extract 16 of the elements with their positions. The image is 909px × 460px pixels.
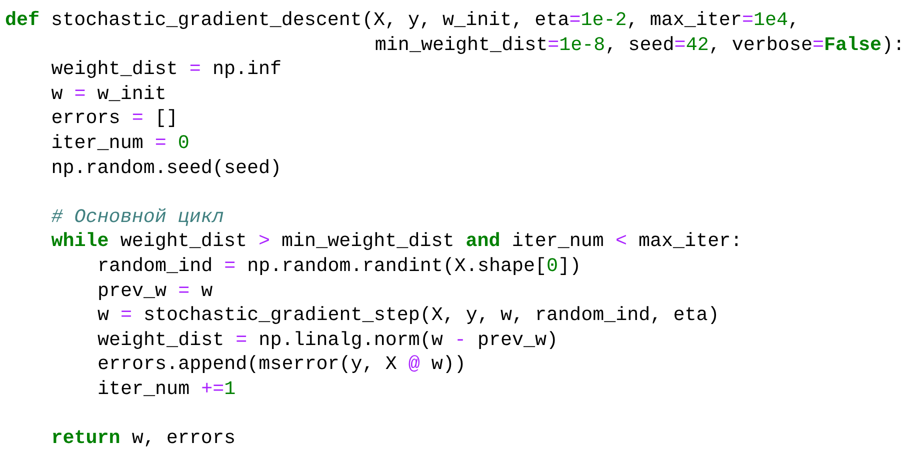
code-line: min_weight_dist=1e-8, seed=42, verbose=False): [374, 32, 905, 57]
code-line: w = stochastic_gradient_step(X, y, w, random_ind, eta) [97, 303, 720, 328]
code-line: weight_dist = np.inf [51, 57, 282, 82]
code-line: errors = [] [51, 106, 178, 130]
code-line: np.random.seed(seed) [51, 156, 282, 180]
code-line: prev_w = w [97, 278, 213, 303]
code-line: iter_num +=1 [97, 377, 236, 401]
code-line: iter_num = 0 [51, 131, 190, 155]
code-line: w = w_init [51, 82, 166, 106]
code-line: random_ind = np.random.randint(X.shape[0]) [97, 254, 582, 278]
code-line: def stochastic_gradient_descent(X, y, w_init, eta=1e-2, max_iter=1e4, [5, 8, 800, 32]
code-line: errors.append(mserror(y, X @ w)) [97, 352, 466, 376]
code-line: while weight_dist > min_weight_dist and iter_num < max_iter: [51, 229, 742, 254]
code-line: return w, errors [51, 426, 236, 450]
code-line: weight_dist = np.linalg.norm(w - prev_w) [97, 328, 558, 352]
code-comment: # Основной цикл [51, 204, 224, 229]
